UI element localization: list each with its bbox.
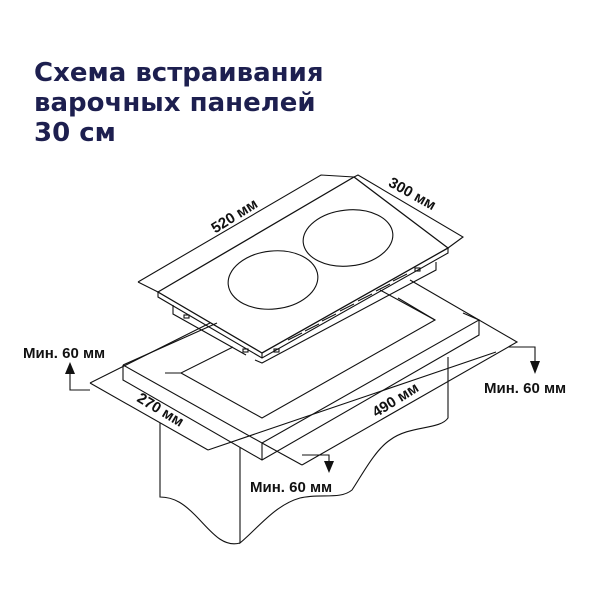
burner-back bbox=[302, 209, 394, 267]
label-min-right: Мин. 60 мм bbox=[484, 380, 566, 397]
hob bbox=[156, 176, 450, 364]
label-hob-depth: 300 мм bbox=[386, 174, 439, 214]
hob-vent bbox=[273, 348, 280, 353]
label-min-left: Мин. 60 мм bbox=[23, 345, 105, 362]
arrow-down-icon bbox=[530, 361, 540, 374]
hob-dimension-lines bbox=[137, 174, 464, 293]
arrow-up-icon bbox=[65, 362, 75, 374]
hob-vent bbox=[183, 314, 190, 319]
cabinet bbox=[159, 357, 449, 545]
title-line-1: Схема встраивания bbox=[34, 58, 324, 88]
page-title: Схема встраивания варочных панелей 30 см bbox=[34, 58, 324, 148]
cutout-frame bbox=[89, 279, 519, 466]
label-min-front: Мин. 60 мм bbox=[250, 479, 332, 496]
hob-vent-slots bbox=[287, 273, 408, 341]
burner-front bbox=[227, 250, 319, 310]
label-hob-width: 520 мм bbox=[208, 195, 261, 237]
countertop bbox=[122, 289, 481, 461]
arrow-down-icon bbox=[324, 461, 334, 473]
hob-vent bbox=[242, 348, 249, 353]
title-line-3: 30 см bbox=[34, 118, 116, 148]
clearance-arrows bbox=[65, 346, 540, 473]
title-line-2: варочных панелей bbox=[34, 88, 316, 118]
hob-vent bbox=[414, 267, 421, 272]
